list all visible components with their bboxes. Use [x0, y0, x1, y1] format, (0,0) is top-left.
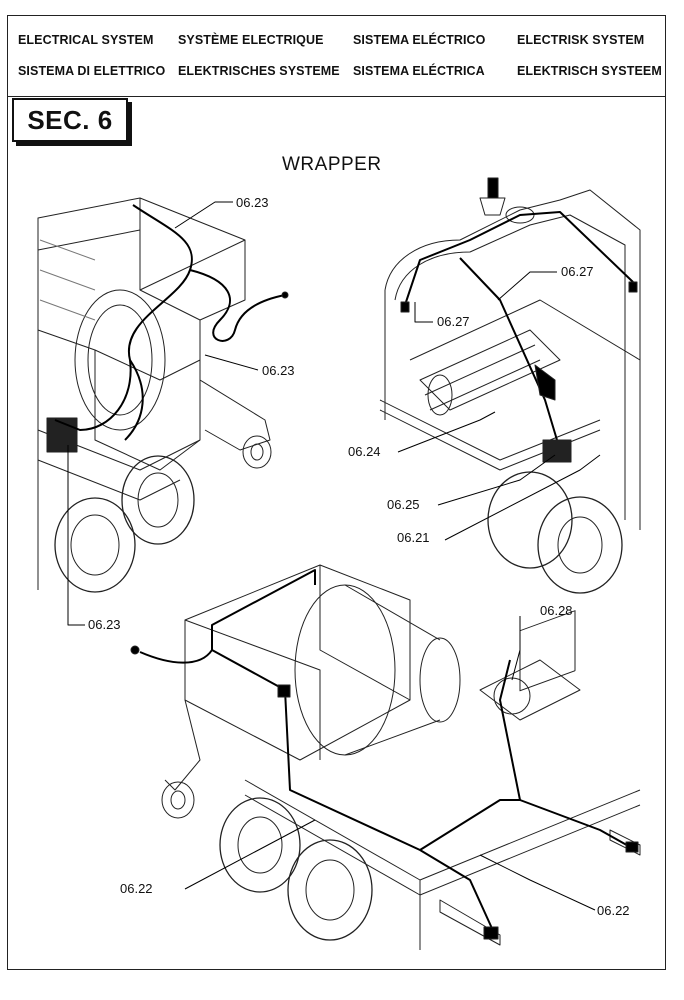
callout-06-25: 06.25: [387, 497, 420, 512]
page-frame: ELECTRICAL SYSTEM SYSTÈME ELECTRIQUE SIS…: [7, 15, 666, 970]
callout-06-24: 06.24: [348, 444, 381, 459]
callout-06-28: 06.28: [540, 603, 573, 618]
callout-06-27-left: 06.27: [437, 314, 470, 329]
header-it: SISTEMA DI ELETTRICO: [18, 64, 166, 78]
header-de: ELEKTRISCHES SYSTEME: [178, 64, 340, 78]
header-pt: SISTEMA ELÉCTRICA: [353, 64, 485, 78]
top-left-baler: [37, 197, 289, 593]
header-nl: ELEKTRISCH SYSTEEM: [517, 64, 662, 78]
header-en: ELECTRICAL SYSTEM: [18, 33, 154, 47]
leader-lines: [67, 201, 601, 911]
header-fr: SYSTÈME ELECTRIQUE: [178, 33, 324, 47]
bottom-wrapper: [130, 564, 641, 950]
header-es: SISTEMA ELÉCTRICO: [353, 33, 486, 47]
callout-06-27-right: 06.27: [561, 264, 594, 279]
diagram-title: WRAPPER: [282, 154, 382, 175]
callout-06-23-top: 06.23: [236, 195, 269, 210]
header-da: ELECTRISK SYSTEM: [517, 33, 645, 47]
callout-06-23-low: 06.23: [88, 617, 121, 632]
callout-06-22-right: 06.22: [597, 903, 630, 918]
callout-06-21: 06.21: [397, 530, 430, 545]
callout-06-22-left: 06.22: [120, 881, 153, 896]
callout-06-23-mid: 06.23: [262, 363, 295, 378]
header: ELECTRICAL SYSTEM SYSTÈME ELECTRIQUE SIS…: [8, 16, 665, 97]
top-right-wrapper: [379, 177, 641, 594]
section-label: SEC. 6: [12, 98, 128, 142]
